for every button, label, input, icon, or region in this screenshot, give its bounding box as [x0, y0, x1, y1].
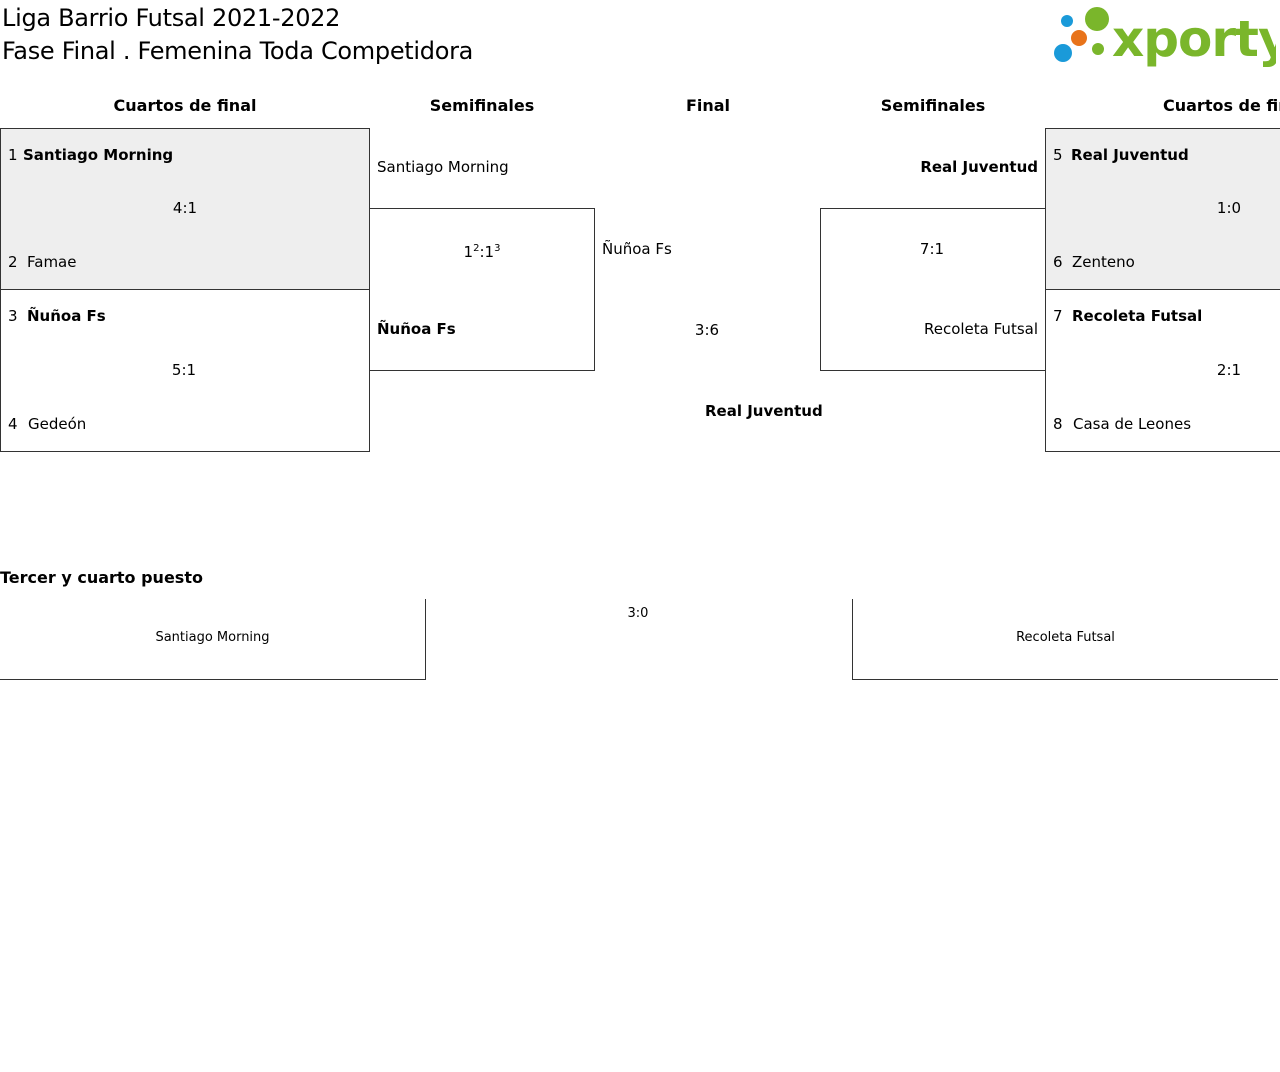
seed-number: 6	[1053, 253, 1063, 271]
match-score: 2:1	[1216, 361, 1242, 379]
xporty-logo-icon: xporty	[1054, 7, 1276, 68]
third-place-title: Tercer y cuarto puesto	[0, 568, 203, 587]
bracket-line	[820, 208, 1046, 209]
seed-number: 3	[8, 307, 18, 325]
semifinal-team[interactable]: Recoleta Futsal	[923, 320, 1038, 338]
team-name[interactable]: Casa de Leones	[1073, 415, 1192, 433]
team-name[interactable]: Famae	[27, 253, 77, 271]
bracket-line	[425, 599, 426, 680]
semifinal-team[interactable]: Real Juventud	[920, 158, 1038, 176]
third-place-team-left[interactable]: Santiago Morning	[155, 630, 270, 645]
match-score: 5:1	[171, 361, 197, 379]
round-header-left-semifinals: Semifinales	[429, 96, 535, 115]
bracket-line	[594, 208, 595, 371]
team-name[interactable]: Recoleta Futsal	[1072, 307, 1203, 325]
logo-dot-orange	[1071, 30, 1087, 46]
seed-number: 1	[8, 146, 18, 164]
third-place-score: 3:0	[627, 606, 649, 621]
semifinal-score: 7:1	[919, 240, 945, 258]
logo-wordmark: xporty	[1112, 10, 1276, 68]
quarterfinal-match-1[interactable]	[0, 128, 370, 290]
team-name[interactable]: Ñuñoa Fs	[27, 307, 106, 325]
logo-dot-green-small	[1092, 43, 1104, 55]
round-header-left-quarterfinals: Cuartos de final	[113, 96, 257, 115]
xporty-logo[interactable]: xporty	[1050, 2, 1276, 68]
logo-dot-green	[1085, 7, 1109, 31]
match-score: 1:0	[1216, 199, 1242, 217]
round-header-right-semifinals: Semifinales	[880, 96, 986, 115]
semifinal-team[interactable]: Ñuñoa Fs	[377, 320, 456, 338]
logo-dot-blue-small	[1061, 15, 1073, 27]
logo-dot-blue-large	[1054, 44, 1072, 62]
bracket-line	[852, 679, 1278, 680]
bracket-line	[852, 599, 853, 680]
final-score: 3:6	[694, 321, 720, 339]
bracket-line	[369, 370, 595, 371]
bracket-line	[369, 208, 595, 209]
seed-number: 8	[1053, 415, 1063, 433]
seed-number: 2	[8, 253, 18, 271]
team-name[interactable]: Santiago Morning	[23, 146, 174, 164]
champion-team[interactable]: Real Juventud	[705, 402, 823, 420]
third-place-team-right[interactable]: Recoleta Futsal	[1016, 630, 1115, 645]
bracket-line	[0, 679, 426, 680]
tournament-subtitle: Fase Final . Femenina Toda Competidora	[2, 37, 474, 65]
team-name[interactable]: Gedeón	[28, 415, 87, 433]
semifinal-team[interactable]: Santiago Morning	[377, 158, 509, 176]
bracket-line	[820, 208, 821, 371]
semifinal-score: 12:13	[463, 243, 501, 261]
seed-number: 4	[8, 415, 18, 433]
seed-number: 7	[1053, 307, 1063, 325]
team-name[interactable]: Real Juventud	[1071, 146, 1189, 164]
tournament-title: Liga Barrio Futsal 2021-2022	[2, 4, 341, 32]
finalist-team[interactable]: Ñuñoa Fs	[602, 240, 672, 258]
match-score: 4:1	[172, 199, 198, 217]
bracket-line	[820, 370, 1046, 371]
round-header-right-quarterfinals: Cuartos de final	[1163, 96, 1280, 115]
quarterfinal-match-3[interactable]	[1045, 128, 1280, 290]
seed-number: 5	[1053, 146, 1063, 164]
team-name[interactable]: Zenteno	[1072, 253, 1135, 271]
quarterfinal-match-4[interactable]	[1045, 289, 1280, 452]
round-header-final: Final	[685, 96, 731, 115]
